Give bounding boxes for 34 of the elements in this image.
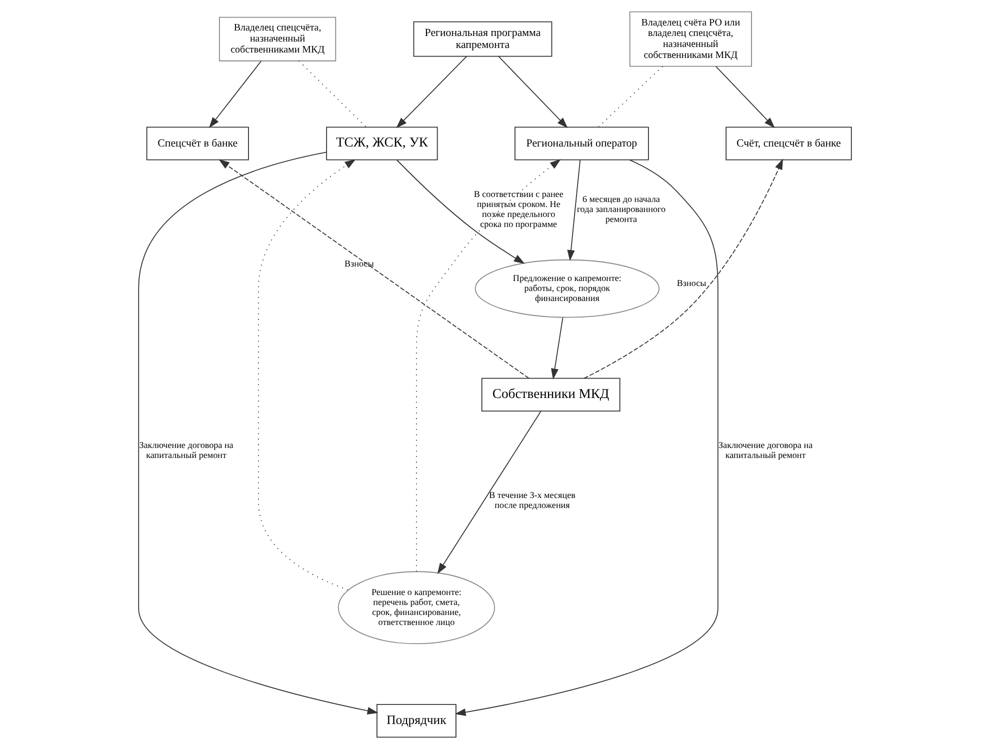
arrow xyxy=(715,66,775,128)
arrow xyxy=(138,152,378,714)
arrow xyxy=(416,159,561,572)
edge-label: Заключение договора на капитальный ремонт xyxy=(718,440,813,460)
node-box: Владелец спецсчёта, назначенный собственниками МКД xyxy=(218,16,336,62)
edge-label: 6 месяцев до начала года запланированного ремонта xyxy=(576,194,666,224)
arrow xyxy=(218,159,530,379)
arrow xyxy=(437,410,542,574)
edge-label: Заключение договора на капитальный ремонт xyxy=(139,440,234,460)
node-box: Спецсчёт в банке xyxy=(146,126,249,160)
arrow xyxy=(584,158,784,379)
arrow xyxy=(258,159,356,590)
arrow xyxy=(498,56,568,128)
edge-label: Взносы xyxy=(676,278,706,288)
node-ellipse: Предложение о капремонте: работы, срок, порядок финансирования xyxy=(474,259,660,318)
arrow xyxy=(396,56,467,128)
connector xyxy=(598,66,664,128)
arrow xyxy=(208,60,262,128)
arrow xyxy=(396,159,525,264)
node-box: Подрядчик xyxy=(376,704,456,738)
edge-label: В соответствии с ранее принятым сроком. Не позже предельного срока по программе xyxy=(474,189,564,230)
node-box: Счёт, спецсчёт в банке xyxy=(726,126,852,160)
node-ellipse: Решение о капремонте: перечень работ, смета, срок, финансирование, ответственное лицо xyxy=(338,571,496,644)
node-box: Региональный оператор xyxy=(514,126,649,160)
node-box: Региональная программа капремонта xyxy=(413,21,552,57)
arrow xyxy=(567,160,581,261)
node-box: Собственники МКД xyxy=(481,378,620,412)
arrow xyxy=(454,159,718,716)
arrow xyxy=(551,317,564,380)
node-box: ТСЖ, ЖСК, УК xyxy=(326,126,438,160)
node-box: Владелец счёта РО или владелец спецсчёта, назначенный собственниками МКД xyxy=(629,11,752,67)
edge-label: Взносы xyxy=(344,258,374,268)
edge-label: В течение 3-х месяцев после предложения xyxy=(489,490,576,510)
connector xyxy=(298,60,366,128)
